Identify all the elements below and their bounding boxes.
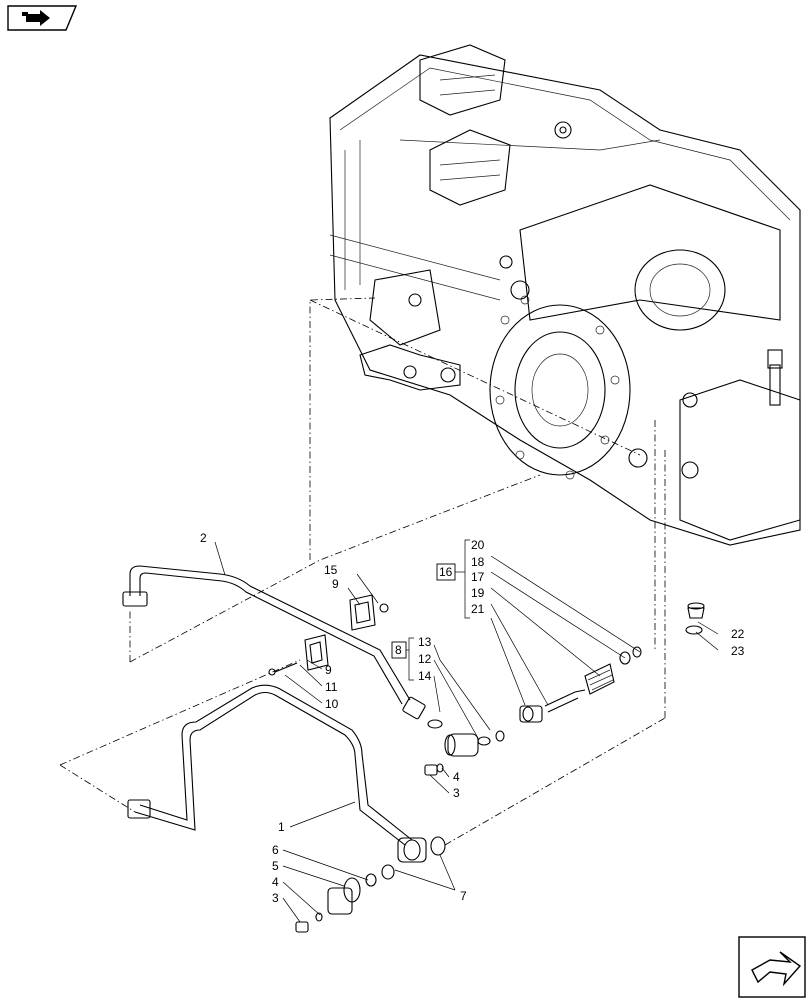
- fittings: [295, 602, 705, 933]
- callout-19: 19: [471, 586, 485, 600]
- callout-22: 22: [731, 627, 745, 641]
- callout-labels: 2 15 9 9 11 10 8 13 12 14 4 3 16 20 18 1…: [200, 531, 745, 905]
- callout-20: 20: [471, 538, 485, 552]
- callout-5: 5: [272, 859, 279, 873]
- callout-14: 14: [418, 669, 432, 683]
- callout-10: 10: [325, 697, 339, 711]
- callout-1: 1: [278, 820, 285, 834]
- callout-17: 17: [471, 570, 485, 584]
- pipe-upper: [122, 565, 426, 720]
- callout-4-upper: 4: [453, 770, 460, 784]
- group-bracket-8: [391, 637, 414, 681]
- callout-16: 16: [439, 565, 453, 579]
- callout-21: 21: [471, 602, 485, 616]
- callout-7: 7: [460, 889, 467, 903]
- construction-lines: [59, 297, 666, 846]
- callout-3-upper: 3: [453, 786, 460, 800]
- pipe-lower: [127, 684, 427, 863]
- callout-2: 2: [200, 531, 207, 545]
- callout-23: 23: [731, 644, 745, 658]
- transmission-housing: [329, 44, 801, 546]
- folder-arrow-icon[interactable]: [7, 5, 78, 31]
- callout-11: 11: [325, 680, 338, 694]
- callout-9-lower: 9: [325, 663, 332, 677]
- callout-15: 15: [324, 563, 338, 577]
- next-page-arrow-icon[interactable]: [738, 936, 806, 998]
- callout-8: 8: [395, 643, 402, 657]
- callout-3-lower: 3: [272, 891, 279, 905]
- callout-12: 12: [418, 652, 432, 666]
- group-bracket-16: [436, 539, 470, 619]
- callout-18: 18: [471, 555, 485, 569]
- leader-lines: [214, 541, 719, 923]
- clamps: [268, 594, 389, 676]
- callout-6: 6: [272, 843, 279, 857]
- callout-13: 13: [418, 635, 432, 649]
- callout-4-lower: 4: [272, 875, 279, 889]
- callout-9-upper: 9: [332, 577, 339, 591]
